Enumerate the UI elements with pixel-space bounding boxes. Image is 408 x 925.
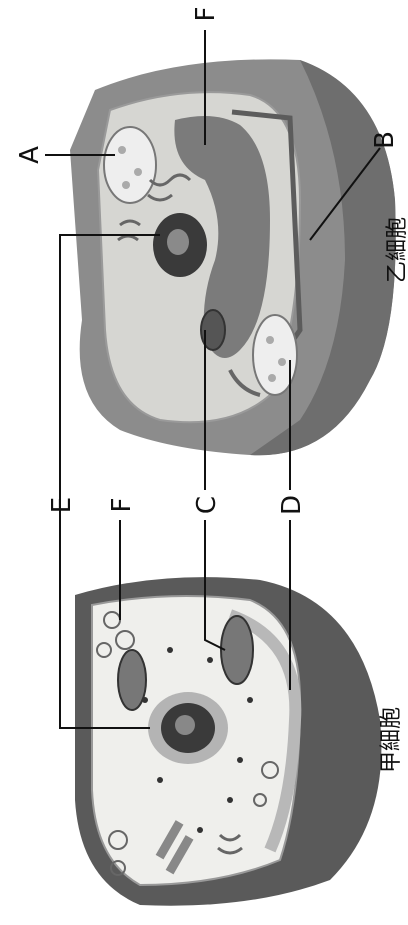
label-d: D <box>277 495 307 515</box>
chloroplast-a <box>104 127 156 203</box>
animal-mitochondrion-2 <box>221 616 253 684</box>
caption-cell-a: 甲細胞 <box>379 707 404 773</box>
label-e: E <box>47 497 77 513</box>
label-f-mid: F <box>107 498 137 513</box>
label-a: A <box>15 146 45 164</box>
animal-mitochondrion-1 <box>118 650 146 710</box>
label-c: C <box>192 496 222 514</box>
label-f-top: F <box>191 7 221 22</box>
animal-cell <box>75 577 381 906</box>
plant-cell <box>70 59 396 455</box>
caption-cell-b: 乙細胞 <box>385 217 408 283</box>
label-b: B <box>370 131 400 149</box>
